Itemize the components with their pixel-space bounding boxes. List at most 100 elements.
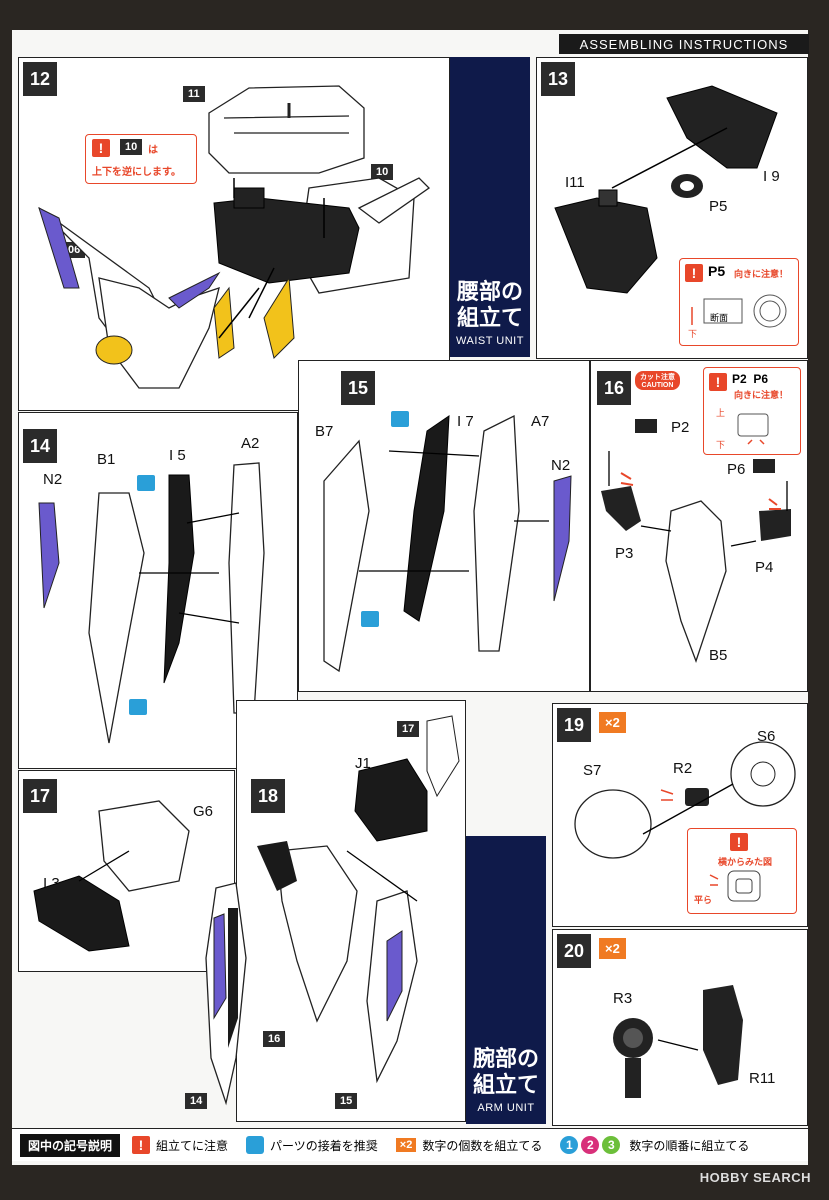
legend-item-caution: ! 組立てに注意 xyxy=(132,1136,228,1154)
side-view-note: ! 横からみた図 平ら xyxy=(687,828,797,914)
wrist-illustration xyxy=(613,985,743,1098)
p5-section-illustration xyxy=(691,294,787,328)
step-number: 19 xyxy=(557,708,591,742)
note-suffix: は xyxy=(148,145,158,156)
legend-order-text: 数字の順番に組立てる xyxy=(629,1138,750,1153)
forearm-armor-illustration xyxy=(205,882,247,1106)
label-p6: P6 xyxy=(727,461,746,478)
note-text: 上下を逆にします。 xyxy=(92,167,181,178)
cut-caution-en: CAUTION xyxy=(641,382,674,389)
part-tag-14: 14 xyxy=(185,1093,208,1109)
caution-icon: ! xyxy=(709,373,727,391)
sidebar-jp-line1: 腕部の xyxy=(472,1046,539,1071)
sidebar-en: WAIST UNIT xyxy=(456,335,524,347)
step-12-panel: 12 11 10 06 ! 10 は 上下を逆にします。 xyxy=(18,57,450,411)
part-tag-10: 10 xyxy=(371,164,394,180)
label-a7: A7 xyxy=(531,413,550,430)
label-b7: B7 xyxy=(315,423,334,440)
flip-note: ! 10 は 上下を逆にします。 xyxy=(85,134,197,184)
label-n2: N2 xyxy=(43,471,63,488)
caution-icon: ! xyxy=(730,833,748,851)
order-icon-3: 3 xyxy=(602,1136,621,1154)
sidebar-en: ARM UNIT xyxy=(477,1102,535,1114)
caution-icon: ! xyxy=(685,264,703,282)
caution-icon: ! xyxy=(92,139,110,157)
label-g6: G6 xyxy=(193,803,214,820)
shoulder-illustration xyxy=(33,800,190,952)
legend-glue-text: パーツの接着を推奨 xyxy=(270,1138,378,1153)
flat-label: 平ら xyxy=(694,895,713,905)
multiplier-icon: ×2 xyxy=(395,1138,417,1152)
caution-text: 向きに注意！ xyxy=(734,390,789,400)
note-part-num: 10 xyxy=(120,139,143,155)
legend-item-glue: パーツの接着を推奨 xyxy=(246,1136,378,1154)
sidebar-jp-line2: 組立て xyxy=(456,305,523,330)
step-number: 12 xyxy=(23,62,57,96)
label-p5: P5 xyxy=(709,198,728,215)
leg-armor-illustration xyxy=(323,411,572,673)
note-text: 横からみた図 xyxy=(718,857,773,867)
part-tag-16: 16 xyxy=(263,1031,286,1047)
leg-armor-illustration xyxy=(38,462,265,744)
header-title: ASSEMBLING INSTRUCTIONS xyxy=(559,34,809,54)
label-p4: P4 xyxy=(755,559,774,576)
step-15-panel: 15 B7 I 7 A7 N2 xyxy=(298,360,590,692)
caution-part: P5 xyxy=(708,263,726,279)
label-p2: P2 xyxy=(671,419,690,436)
order-icon-1: 1 xyxy=(560,1136,579,1154)
step-17-panel: 17 I 3 G6 xyxy=(18,770,235,972)
step-18-panel: 18 J1 17 16 14 15 xyxy=(185,700,466,1122)
label-r3: R3 xyxy=(613,990,633,1007)
label-r11: R11 xyxy=(749,1070,776,1087)
part-tag-17: 17 xyxy=(397,721,420,737)
waist-parts-illustration xyxy=(554,85,778,294)
step-number: 15 xyxy=(341,371,375,405)
caution-parts: P2 P6 xyxy=(732,372,769,386)
label-s7: S7 xyxy=(583,762,602,779)
cut-caution-jp: カット注意 xyxy=(640,374,675,381)
step-number: 20 xyxy=(557,934,591,968)
step-20-panel: 20 ×2 R3 R11 xyxy=(552,929,808,1126)
step-13-panel: 13 I11 I 9 P5 ! P5 向きに注意！ 断面 下 xyxy=(536,57,808,359)
p2-orientation-illustration xyxy=(737,413,769,445)
label-a2: A2 xyxy=(241,435,260,452)
label-n2: N2 xyxy=(551,457,571,474)
step-number: 18 xyxy=(251,779,285,813)
watermark: HOBBY SEARCH xyxy=(699,1170,811,1185)
side-view-illustration xyxy=(709,870,761,902)
dir-up: 上 xyxy=(716,408,726,418)
label-r2: R2 xyxy=(673,760,693,777)
label-b1: B1 xyxy=(97,451,116,468)
step-number: 14 xyxy=(23,429,57,463)
step-19-panel: 19 ×2 S7 R2 S6 ! 横からみた図 平ら xyxy=(552,703,808,927)
knee-parts-illustration xyxy=(601,419,791,663)
glue-drop-icon xyxy=(246,1136,265,1154)
label-i7: I 7 xyxy=(457,413,474,430)
part-tag-15: 15 xyxy=(335,1093,358,1109)
arm-unit-sidebar: 腕部の 組立て ARM UNIT xyxy=(466,836,546,1124)
label-b5: B5 xyxy=(709,647,728,664)
cut-caution-badge: カット注意 CAUTION xyxy=(635,371,680,390)
waist-unit-sidebar: 腰部の 組立て WAIST UNIT xyxy=(450,57,530,357)
label-i11: I11 xyxy=(565,174,585,191)
sidebar-jp-line1: 腰部の xyxy=(456,279,523,304)
label-i9: I 9 xyxy=(763,168,780,185)
legend-item-order: 1 2 3 数字の順番に組立てる xyxy=(560,1136,749,1154)
caution-icon: ! xyxy=(132,1136,151,1154)
arm-assembly-illustration xyxy=(257,715,460,1084)
legend-item-multiplier: ×2 数字の個数を組立てる xyxy=(395,1137,543,1154)
legend-multiplier-text: 数字の個数を組立てる xyxy=(422,1138,543,1153)
label-p3: P3 xyxy=(615,545,634,562)
multiplier-badge: ×2 xyxy=(599,938,626,959)
direction-down: 下 xyxy=(688,329,698,339)
p5-caution-box: ! P5 向きに注意！ 断面 下 xyxy=(679,258,799,346)
sidebar-jp-line2: 組立て xyxy=(472,1072,539,1097)
label-i5: I 5 xyxy=(169,447,186,464)
label-s6: S6 xyxy=(757,728,776,745)
step-number: 16 xyxy=(597,371,631,405)
multiplier-badge: ×2 xyxy=(599,712,626,733)
hand-joint-illustration xyxy=(574,741,796,859)
step-number: 13 xyxy=(541,62,575,96)
step-16-panel: 16 カット注意 CAUTION ! P2 P6 向きに注意！ 上 下 P2 P… xyxy=(590,360,808,692)
legend-caution-text: 組立てに注意 xyxy=(156,1138,229,1153)
